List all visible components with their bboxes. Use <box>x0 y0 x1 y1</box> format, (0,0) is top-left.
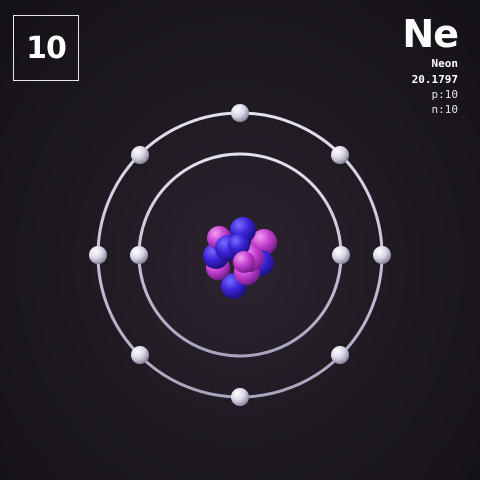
nucleus <box>203 217 277 299</box>
element-symbol: Ne <box>402 12 459 56</box>
electron <box>331 146 349 164</box>
electron <box>231 388 249 406</box>
atomic-number-box: 10 <box>13 15 79 81</box>
proton-count: p:10 <box>431 88 459 101</box>
atomic-number: 10 <box>26 30 67 66</box>
element-name: Neon <box>431 57 459 70</box>
atomic-mass: 20.1797 <box>411 73 458 86</box>
element-info: Ne Neon 20.1797 p:10 n:10 <box>402 12 459 117</box>
electron <box>331 346 349 364</box>
proton <box>233 251 255 273</box>
electron <box>130 246 148 264</box>
electron <box>332 246 350 264</box>
electron <box>373 246 391 264</box>
outer-shell-electrons <box>89 104 391 406</box>
electron <box>131 146 149 164</box>
neutron <box>228 234 250 256</box>
neutron-count: n:10 <box>431 103 459 116</box>
electron <box>89 246 107 264</box>
electron <box>131 346 149 364</box>
inner-shell-electrons <box>130 246 350 264</box>
electron <box>231 104 249 122</box>
